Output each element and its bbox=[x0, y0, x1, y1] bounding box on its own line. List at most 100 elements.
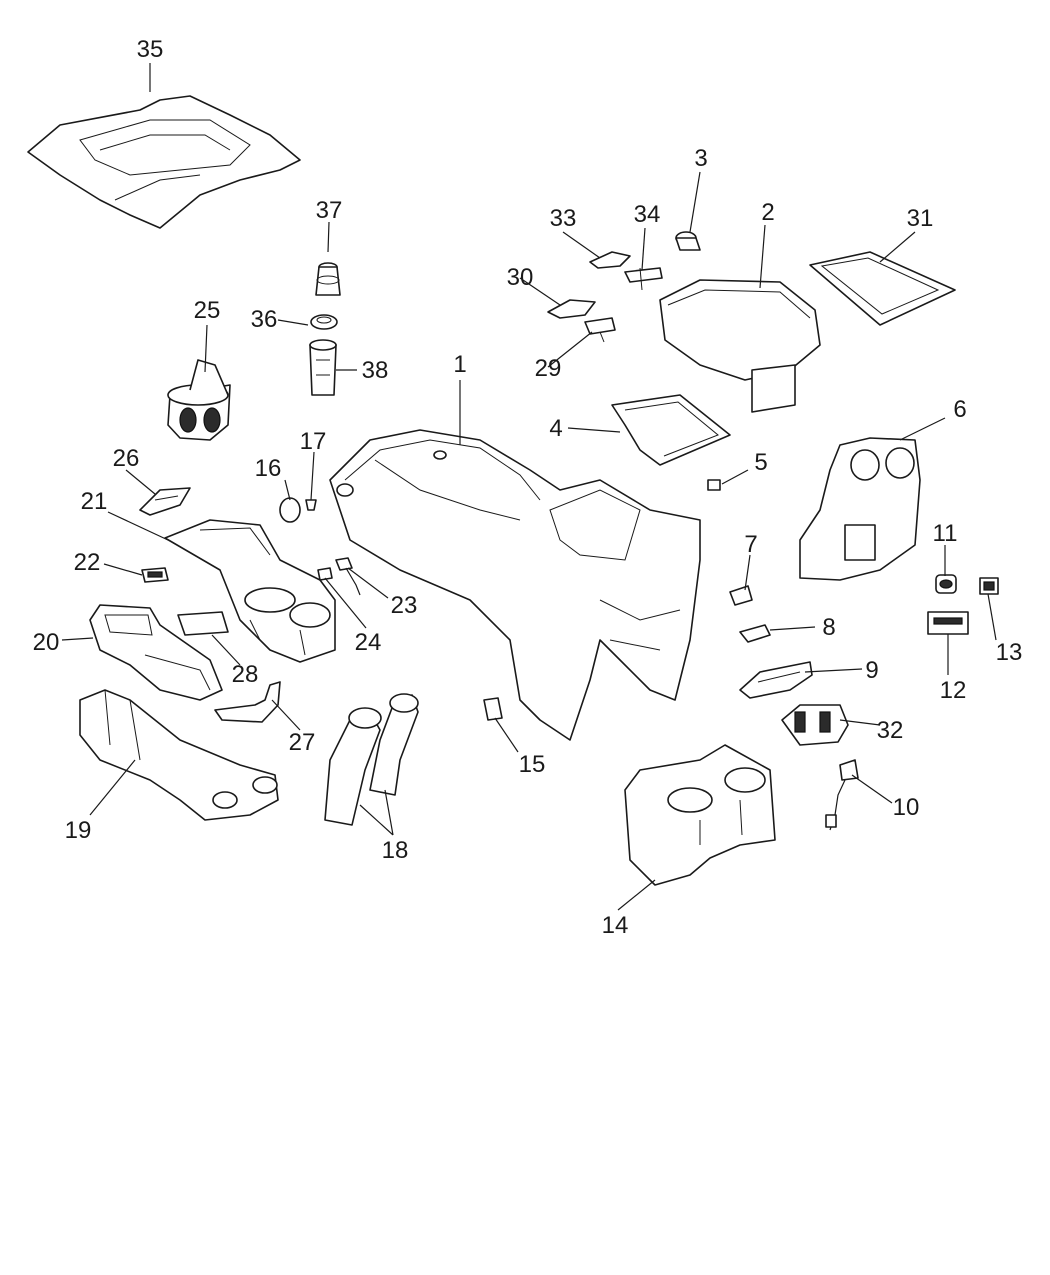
leader-lines bbox=[61, 63, 997, 911]
callout-22: 22 bbox=[74, 549, 101, 576]
part-13-switch bbox=[979, 577, 999, 595]
leader-14 bbox=[617, 879, 656, 911]
part-20-lower-console bbox=[89, 604, 223, 701]
leader-31 bbox=[879, 231, 916, 263]
callout-3: 3 bbox=[694, 145, 707, 172]
leader-3 bbox=[689, 171, 701, 233]
leader-17 bbox=[310, 451, 315, 501]
part-4-mat bbox=[611, 394, 731, 466]
leader-27 bbox=[271, 699, 301, 731]
part-27-trim-strip bbox=[214, 681, 281, 723]
part-25-cupholder bbox=[167, 359, 231, 441]
callout-32: 32 bbox=[877, 717, 904, 744]
callout-28: 28 bbox=[232, 661, 259, 688]
callout-25: 25 bbox=[194, 297, 221, 324]
part-22-switch bbox=[141, 567, 169, 583]
part-35-carpet bbox=[27, 95, 301, 229]
leader-20 bbox=[61, 637, 94, 641]
callout-9: 9 bbox=[865, 657, 878, 684]
callout-7: 7 bbox=[744, 531, 757, 558]
leader-13 bbox=[987, 593, 997, 641]
callout-1: 1 bbox=[453, 351, 466, 378]
part-26-trim bbox=[139, 487, 191, 516]
part-16-cap bbox=[279, 497, 301, 523]
callout-6: 6 bbox=[953, 396, 966, 423]
callout-16: 16 bbox=[255, 455, 282, 482]
leader-37 bbox=[327, 221, 330, 253]
part-12-panel bbox=[927, 611, 969, 635]
leader-9 bbox=[804, 668, 863, 673]
leader-16 bbox=[284, 479, 291, 501]
part-32-switch-bank bbox=[781, 704, 849, 746]
callout-17: 17 bbox=[300, 428, 327, 455]
callout-38: 38 bbox=[362, 357, 389, 384]
part-24-connector bbox=[317, 567, 333, 581]
callout-8: 8 bbox=[822, 614, 835, 641]
part-31-liner bbox=[809, 251, 956, 326]
callout-33: 33 bbox=[550, 205, 577, 232]
part-19-duct bbox=[79, 689, 279, 821]
part-1-console-body bbox=[329, 429, 701, 741]
callout-11: 11 bbox=[933, 520, 958, 547]
callout-36: 36 bbox=[251, 306, 278, 333]
part-37-boot bbox=[315, 262, 341, 296]
callout-12: 12 bbox=[940, 677, 967, 704]
callout-14: 14 bbox=[602, 912, 629, 939]
leader-30 bbox=[519, 277, 561, 306]
leader-6 bbox=[899, 417, 946, 441]
leader-2 bbox=[759, 224, 766, 289]
part-10-harness bbox=[825, 759, 859, 831]
callout-5: 5 bbox=[754, 449, 767, 476]
callout-4: 4 bbox=[549, 415, 562, 442]
callout-35: 35 bbox=[137, 36, 164, 63]
callout-37: 37 bbox=[316, 197, 343, 224]
part-21-bezel bbox=[164, 519, 336, 663]
part-3-power-outlet bbox=[675, 231, 701, 251]
part-18-ducts bbox=[324, 693, 419, 826]
part-36-ring bbox=[310, 314, 338, 330]
leader-34 bbox=[641, 227, 646, 271]
part-6-rear-bezel bbox=[799, 437, 921, 581]
callout-24: 24 bbox=[355, 629, 382, 656]
leader-15 bbox=[494, 717, 519, 753]
leader-26 bbox=[125, 469, 156, 495]
part-14-rear-housing bbox=[624, 744, 776, 886]
leader-7 bbox=[744, 554, 751, 591]
callout-10: 10 bbox=[893, 794, 920, 821]
callout-29: 29 bbox=[535, 355, 562, 382]
leader-10 bbox=[851, 774, 893, 804]
callout-15: 15 bbox=[519, 751, 546, 778]
leader-22 bbox=[103, 563, 143, 576]
callout-18: 18 bbox=[382, 837, 409, 864]
part-2-armrest bbox=[659, 279, 821, 413]
part-29-latch bbox=[584, 317, 616, 343]
leader-24 bbox=[324, 577, 367, 629]
leader-28 bbox=[211, 634, 241, 666]
leader-18 bbox=[359, 789, 394, 836]
part-11-switch bbox=[935, 574, 957, 594]
callout-27: 27 bbox=[289, 729, 316, 756]
part-9-handle bbox=[739, 661, 813, 699]
part-30-trim bbox=[547, 299, 596, 319]
callout-21: 21 bbox=[81, 488, 108, 515]
leader-32 bbox=[839, 719, 881, 726]
leader-25 bbox=[204, 324, 208, 373]
part-7-bracket bbox=[729, 585, 753, 606]
part-15-plug bbox=[483, 697, 503, 721]
leader-4 bbox=[567, 427, 621, 433]
leader-19 bbox=[89, 759, 136, 816]
leader-23 bbox=[347, 567, 389, 599]
leader-8 bbox=[769, 626, 816, 631]
leader-29 bbox=[547, 331, 593, 368]
callout-19: 19 bbox=[65, 817, 92, 844]
part-17-clip bbox=[305, 499, 317, 511]
leader-36 bbox=[277, 319, 309, 326]
callout-2: 2 bbox=[761, 199, 774, 226]
callout-30: 30 bbox=[507, 264, 534, 291]
callout-23: 23 bbox=[391, 592, 418, 619]
leader-21 bbox=[107, 511, 169, 541]
part-38-sleeve bbox=[309, 339, 337, 396]
part-5-clip bbox=[707, 479, 721, 491]
